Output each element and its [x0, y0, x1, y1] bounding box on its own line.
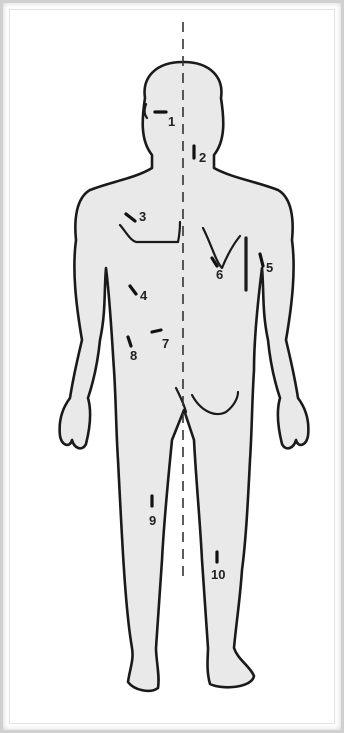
site-label-6: 6 — [216, 267, 223, 282]
body-outline — [60, 62, 309, 691]
site-label-2: 2 — [199, 150, 206, 165]
site-label-7: 7 — [162, 336, 169, 351]
site-label-1: 1 — [168, 114, 175, 129]
site-label-9: 9 — [149, 513, 156, 528]
site-label-5: 5 — [266, 260, 273, 275]
site-label-8: 8 — [130, 348, 137, 363]
site-marker-7 — [152, 330, 161, 332]
site-label-10: 10 — [211, 567, 225, 582]
site-label-3: 3 — [139, 209, 146, 224]
site-label-4: 4 — [140, 288, 148, 303]
